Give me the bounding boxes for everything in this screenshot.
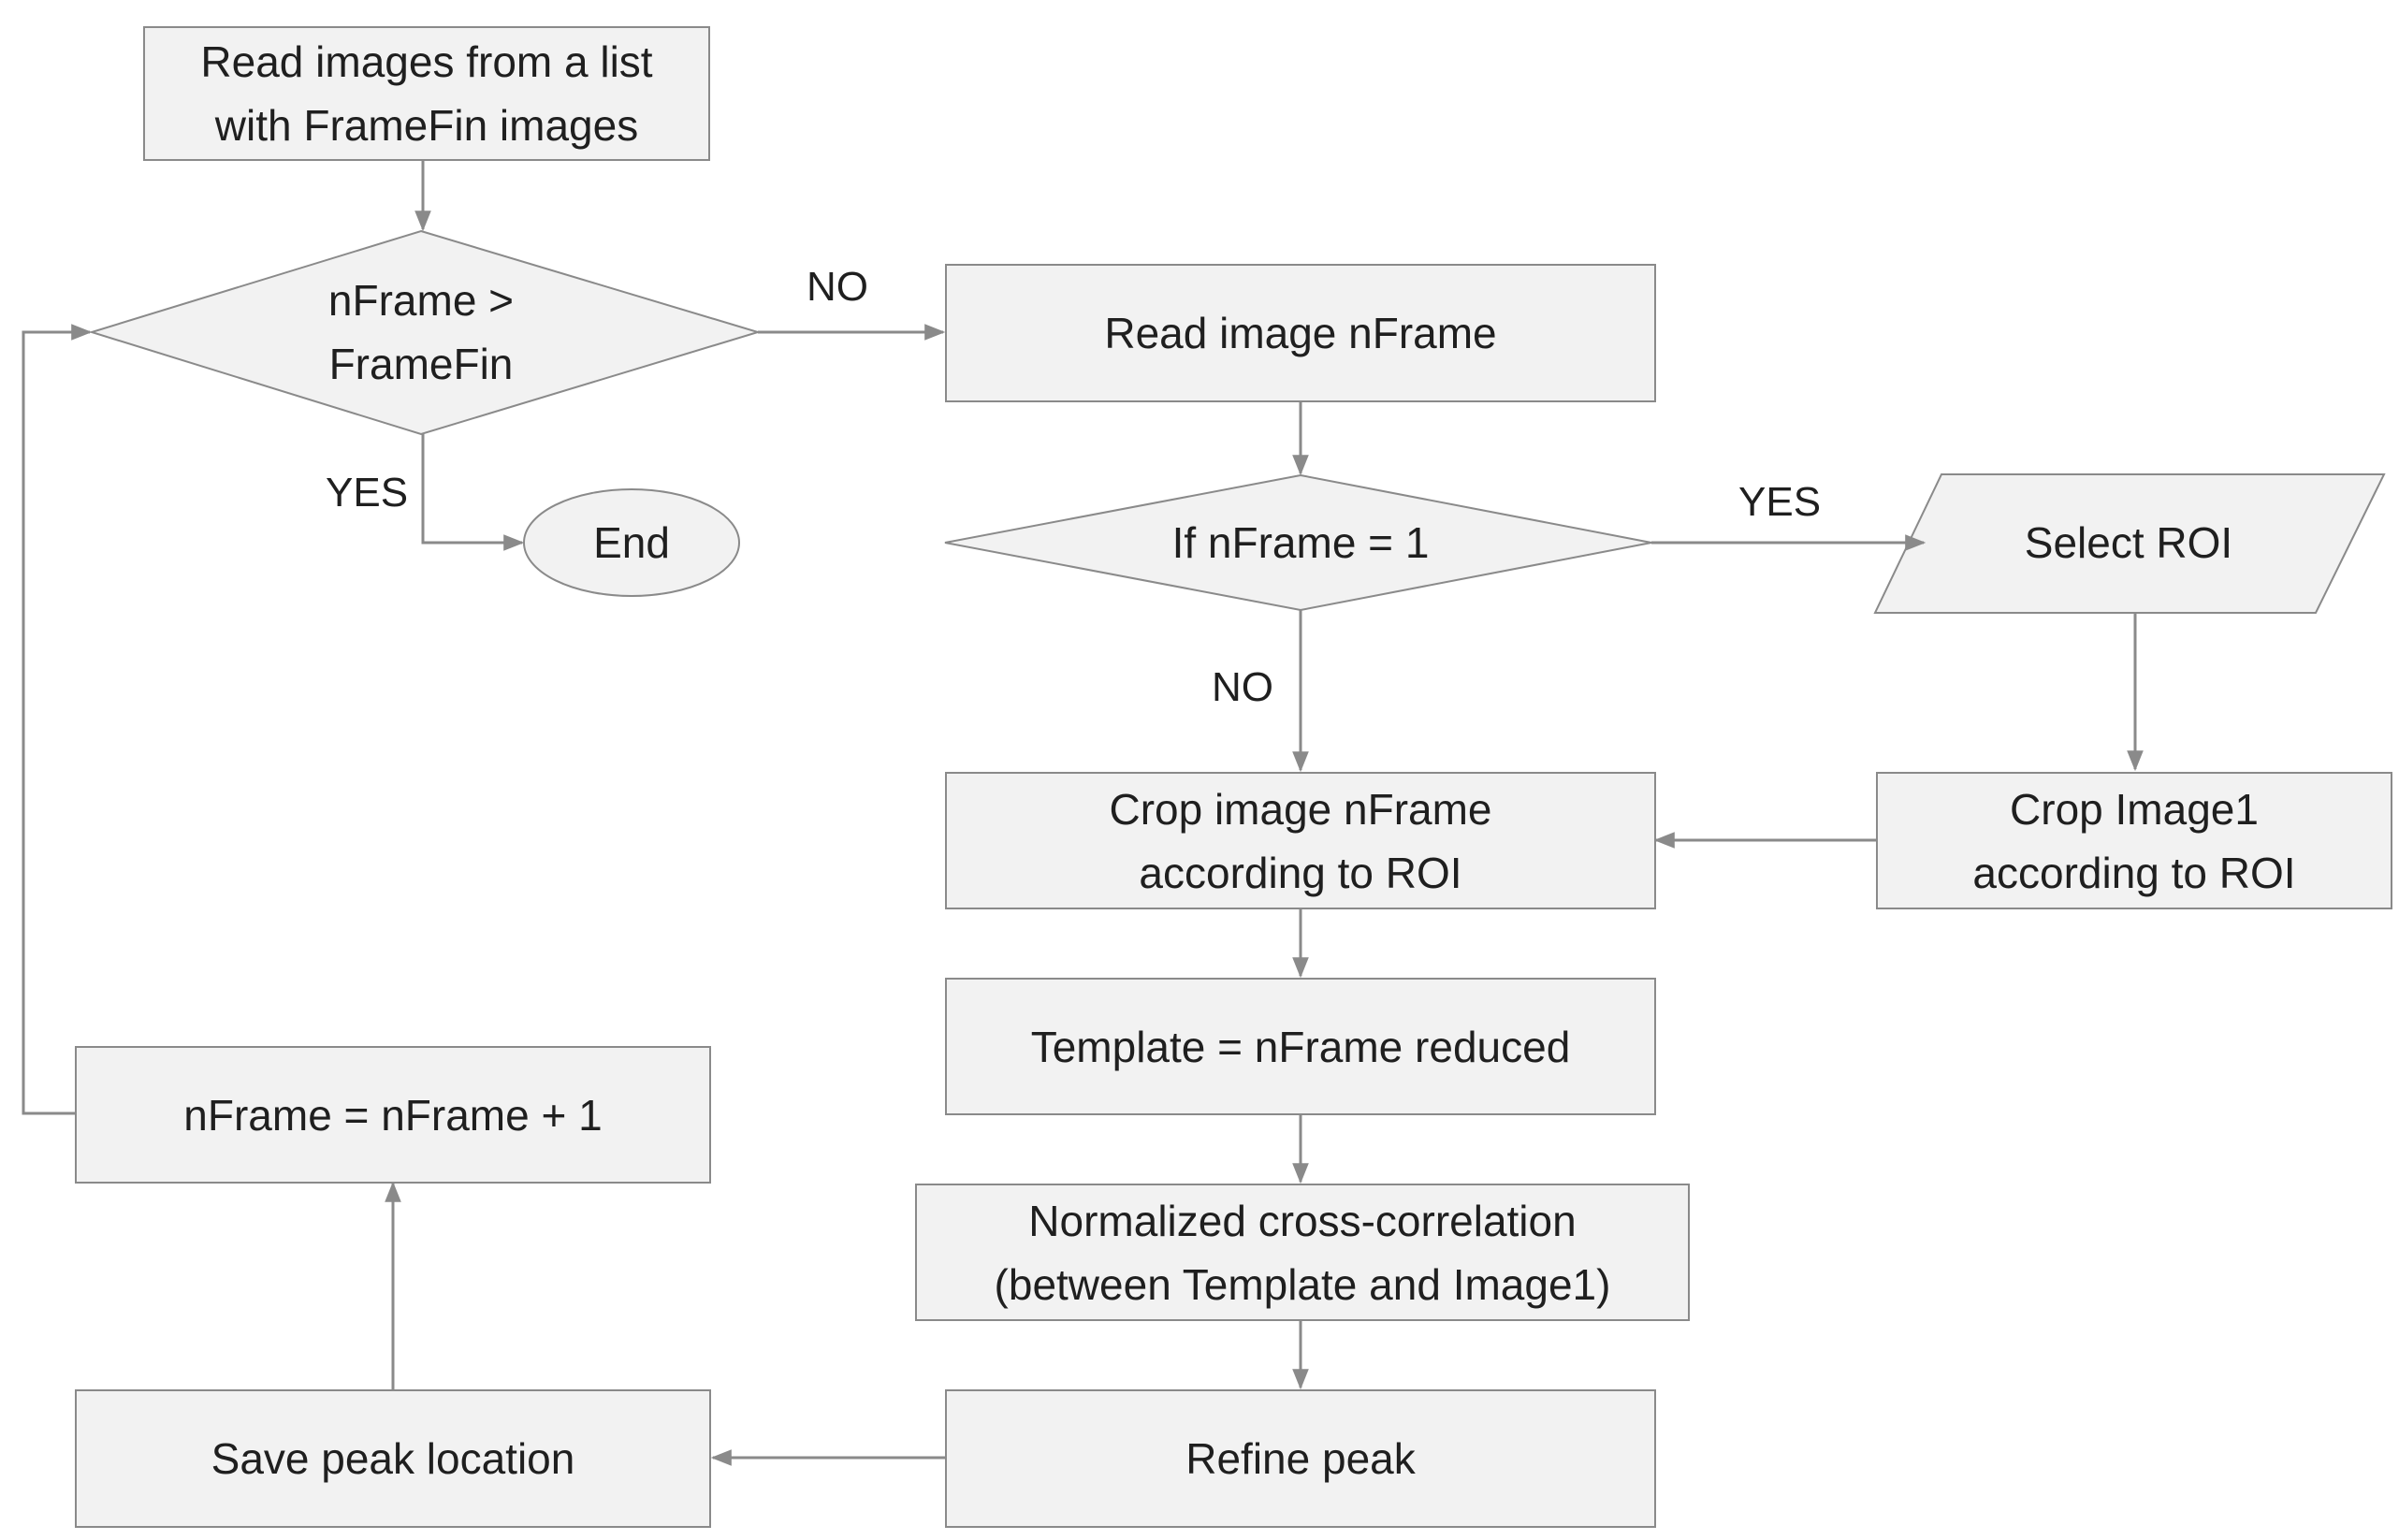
edge-label-check-no: NO	[807, 264, 868, 310]
edge-label-first-yes: YES	[1738, 479, 1822, 525]
process-template: Template = nFrame reduced	[945, 978, 1656, 1115]
decision-diamond-frame-check	[88, 229, 762, 436]
process-increment: nFrame = nFrame + 1	[75, 1046, 711, 1184]
connector-check-yes-to-end	[421, 434, 525, 551]
decision-frame-check-label: nFrame > FrameFin	[327, 276, 515, 388]
connector-increment-loop-to-check	[22, 324, 93, 1115]
process-read-image: Read image nFrame	[945, 264, 1656, 402]
io-select-roi-label: Select ROI	[2024, 518, 2233, 567]
process-refine-peak: Refine peak	[945, 1389, 1656, 1528]
io-parallelogram-select-roi	[1873, 473, 2386, 614]
edge-label-first-no: NO	[1212, 664, 1273, 710]
process-crop-nframe: Crop image nFrame according to ROI	[945, 772, 1656, 909]
process-read-list: Read images from a list with FrameFin im…	[143, 26, 710, 161]
decision-first-frame-label: If nFrame = 1	[1171, 518, 1430, 567]
process-crop-image1: Crop Image1 according to ROI	[1876, 772, 2392, 909]
process-save-peak: Save peak location	[75, 1389, 711, 1528]
edge-label-check-yes: YES	[326, 470, 409, 516]
process-ncc: Normalized cross-correlation (between Te…	[915, 1184, 1690, 1321]
terminator-end-label: End	[593, 518, 670, 567]
